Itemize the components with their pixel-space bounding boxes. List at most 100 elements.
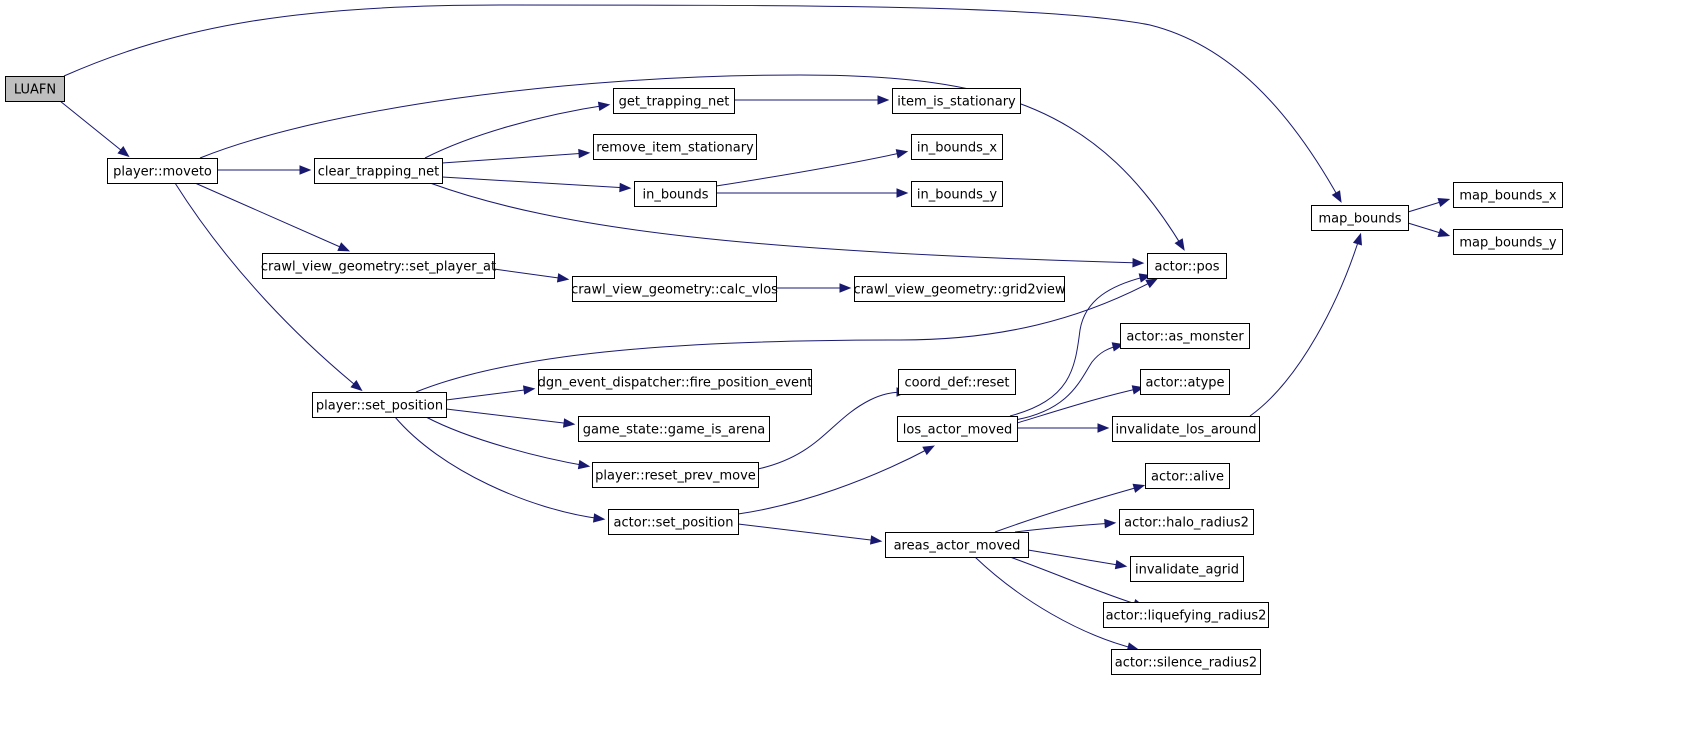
node-label: player::moveto — [113, 165, 212, 180]
node-label: coord_def::reset — [905, 376, 1010, 391]
node-label: actor::set_position — [614, 516, 734, 531]
node-box — [1453, 229, 1563, 255]
node-calc-vlos[interactable]: crawl_view_geometry::calc_vlos — [571, 276, 778, 302]
node-box — [1145, 463, 1230, 489]
node-label: LUAFN — [14, 83, 56, 98]
node-areas-actor-moved[interactable]: areas_actor_moved — [885, 532, 1029, 558]
node-liquefying-radius2[interactable]: actor::liquefying_radius2 — [1103, 602, 1269, 628]
node-set-player-at[interactable]: crawl_view_geometry::set_player_at — [261, 253, 496, 279]
node-player-set-position[interactable]: player::set_position — [312, 392, 447, 418]
edge-luafn-to-player_moveto — [59, 100, 128, 156]
arrowhead-luafn-to-player_moveto — [117, 145, 130, 158]
edge-los_actor_moved-to-as_monster — [1014, 344, 1122, 421]
node-box — [1311, 205, 1409, 231]
node-map-bounds-x[interactable]: map_bounds_x — [1453, 182, 1563, 208]
edge-clear_trapping_net-to-get_trapping_net — [424, 104, 608, 159]
arrowhead-player_moveto-to-player_set_position — [350, 379, 363, 392]
arrowhead-luafn-to-map_bounds — [1331, 190, 1342, 203]
arrowhead-player_set_position-to-game_is_arena — [562, 418, 576, 428]
node-actor-set-position[interactable]: actor::set_position — [608, 509, 739, 535]
node-label: clear_trapping_net — [318, 165, 439, 180]
node-label: player::reset_prev_move — [595, 469, 756, 484]
node-label: actor::halo_radius2 — [1124, 516, 1249, 531]
node-box — [538, 369, 812, 395]
arrowhead-player_moveto-to-actor_pos — [1174, 238, 1185, 251]
node-label: actor::silence_radius2 — [1115, 656, 1257, 671]
node-map-bounds-y[interactable]: map_bounds_y — [1453, 229, 1563, 255]
edge-player_set_position-to-actor_set_position — [394, 416, 603, 520]
edge-player_moveto-to-set_player_at — [194, 182, 348, 251]
edge-player_moveto-to-player_set_position — [174, 182, 361, 390]
node-box — [1453, 182, 1563, 208]
node-clear-trapping-net[interactable]: clear_trapping_net — [314, 158, 443, 184]
node-coord-def-reset[interactable]: coord_def::reset — [898, 369, 1016, 395]
node-box — [1103, 602, 1269, 628]
node-halo-radius2[interactable]: actor::halo_radius2 — [1119, 509, 1254, 535]
arrowhead-areas_actor_moved-to-actor_alive — [1132, 483, 1146, 493]
node-get-trapping-net[interactable]: get_trapping_net — [613, 88, 735, 114]
node-in-bounds-y[interactable]: in_bounds_y — [911, 181, 1003, 207]
node-label: invalidate_agrid — [1135, 563, 1239, 578]
node-label: crawl_view_geometry::set_player_at — [261, 260, 496, 275]
node-label: areas_actor_moved — [894, 539, 1021, 554]
edge-invalidate_los_around-to-map_bounds — [1249, 235, 1361, 417]
node-box — [892, 88, 1021, 114]
edge-los_actor_moved-to-actor_pos — [1009, 275, 1149, 417]
node-box — [1130, 556, 1244, 582]
node-actor-alive[interactable]: actor::alive — [1145, 463, 1230, 489]
arrowhead-areas_actor_moved-to-invalidate_agrid — [1114, 559, 1128, 570]
arrowhead-player_set_position-to-actor_pos — [1145, 278, 1158, 289]
arrowhead-areas_actor_moved-to-halo_radius2 — [1104, 518, 1117, 529]
node-box — [578, 416, 770, 442]
node-box — [572, 276, 777, 302]
node-game-is-arena[interactable]: game_state::game_is_arena — [578, 416, 770, 442]
arrowhead-calc_vlos-to-grid2view — [839, 283, 852, 293]
node-label: dgn_event_dispatcher::fire_position_even… — [538, 376, 813, 391]
edge-areas_actor_moved-to-halo_radius2 — [1014, 522, 1114, 533]
node-invalidate-agrid[interactable]: invalidate_agrid — [1130, 556, 1244, 582]
node-luafn[interactable]: LUAFN — [5, 76, 65, 102]
edge-player_set_position-to-actor_pos — [415, 279, 1156, 393]
arrowhead-get_trapping_net-to-item_is_stationary — [877, 95, 890, 105]
node-box — [107, 158, 218, 184]
node-box — [314, 158, 443, 184]
node-player-moveto[interactable]: player::moveto — [107, 158, 218, 184]
node-box — [613, 88, 735, 114]
node-label: item_is_stationary — [897, 95, 1016, 110]
arrowhead-player_set_position-to-reset_prev_move — [577, 459, 591, 470]
edge-in_bounds-to-in_bounds_x — [715, 151, 906, 187]
arrowhead-player_set_position-to-fire_position_event — [522, 385, 536, 395]
edge-actor_set_position-to-areas_actor_moved — [737, 523, 880, 542]
node-label: crawl_view_geometry::grid2view — [853, 283, 1065, 298]
node-grid2view[interactable]: crawl_view_geometry::grid2view — [853, 276, 1066, 302]
node-item-is-stationary[interactable]: item_is_stationary — [892, 88, 1021, 114]
node-box — [1112, 416, 1260, 442]
node-fire-position-event[interactable]: dgn_event_dispatcher::fire_position_even… — [538, 369, 813, 395]
node-label: map_bounds_y — [1459, 236, 1557, 251]
node-silence-radius2[interactable]: actor::silence_radius2 — [1111, 649, 1261, 675]
node-label: crawl_view_geometry::calc_vlos — [571, 283, 778, 298]
node-box — [312, 392, 447, 418]
node-box — [854, 276, 1065, 302]
node-in-bounds[interactable]: in_bounds — [634, 181, 717, 207]
node-reset-prev-move[interactable]: player::reset_prev_move — [592, 462, 759, 488]
node-label: actor::atype — [1145, 376, 1224, 391]
node-atype[interactable]: actor::atype — [1140, 369, 1230, 395]
node-actor-pos[interactable]: actor::pos — [1147, 253, 1227, 279]
node-as-monster[interactable]: actor::as_monster — [1120, 323, 1250, 349]
edge-clear_trapping_net-to-actor_pos — [429, 182, 1142, 264]
node-box — [1140, 369, 1230, 395]
edge-clear_trapping_net-to-in_bounds — [441, 176, 629, 189]
edge-player_set_position-to-reset_prev_move — [425, 416, 588, 467]
node-invalidate-los-around[interactable]: invalidate_los_around — [1112, 416, 1260, 442]
arrowhead-in_bounds-to-in_bounds_x — [895, 149, 909, 159]
node-map-bounds[interactable]: map_bounds — [1311, 205, 1409, 231]
arrowhead-clear_trapping_net-to-in_bounds — [619, 182, 632, 193]
node-los-actor-moved[interactable]: los_actor_moved — [897, 416, 1018, 442]
node-label: in_bounds_y — [917, 188, 998, 203]
node-label: actor::pos — [1154, 260, 1219, 275]
node-in-bounds-x[interactable]: in_bounds_x — [911, 134, 1003, 160]
node-remove-item-stationary[interactable]: remove_item_stationary — [593, 134, 757, 160]
arrowhead-clear_trapping_net-to-actor_pos — [1132, 258, 1145, 268]
